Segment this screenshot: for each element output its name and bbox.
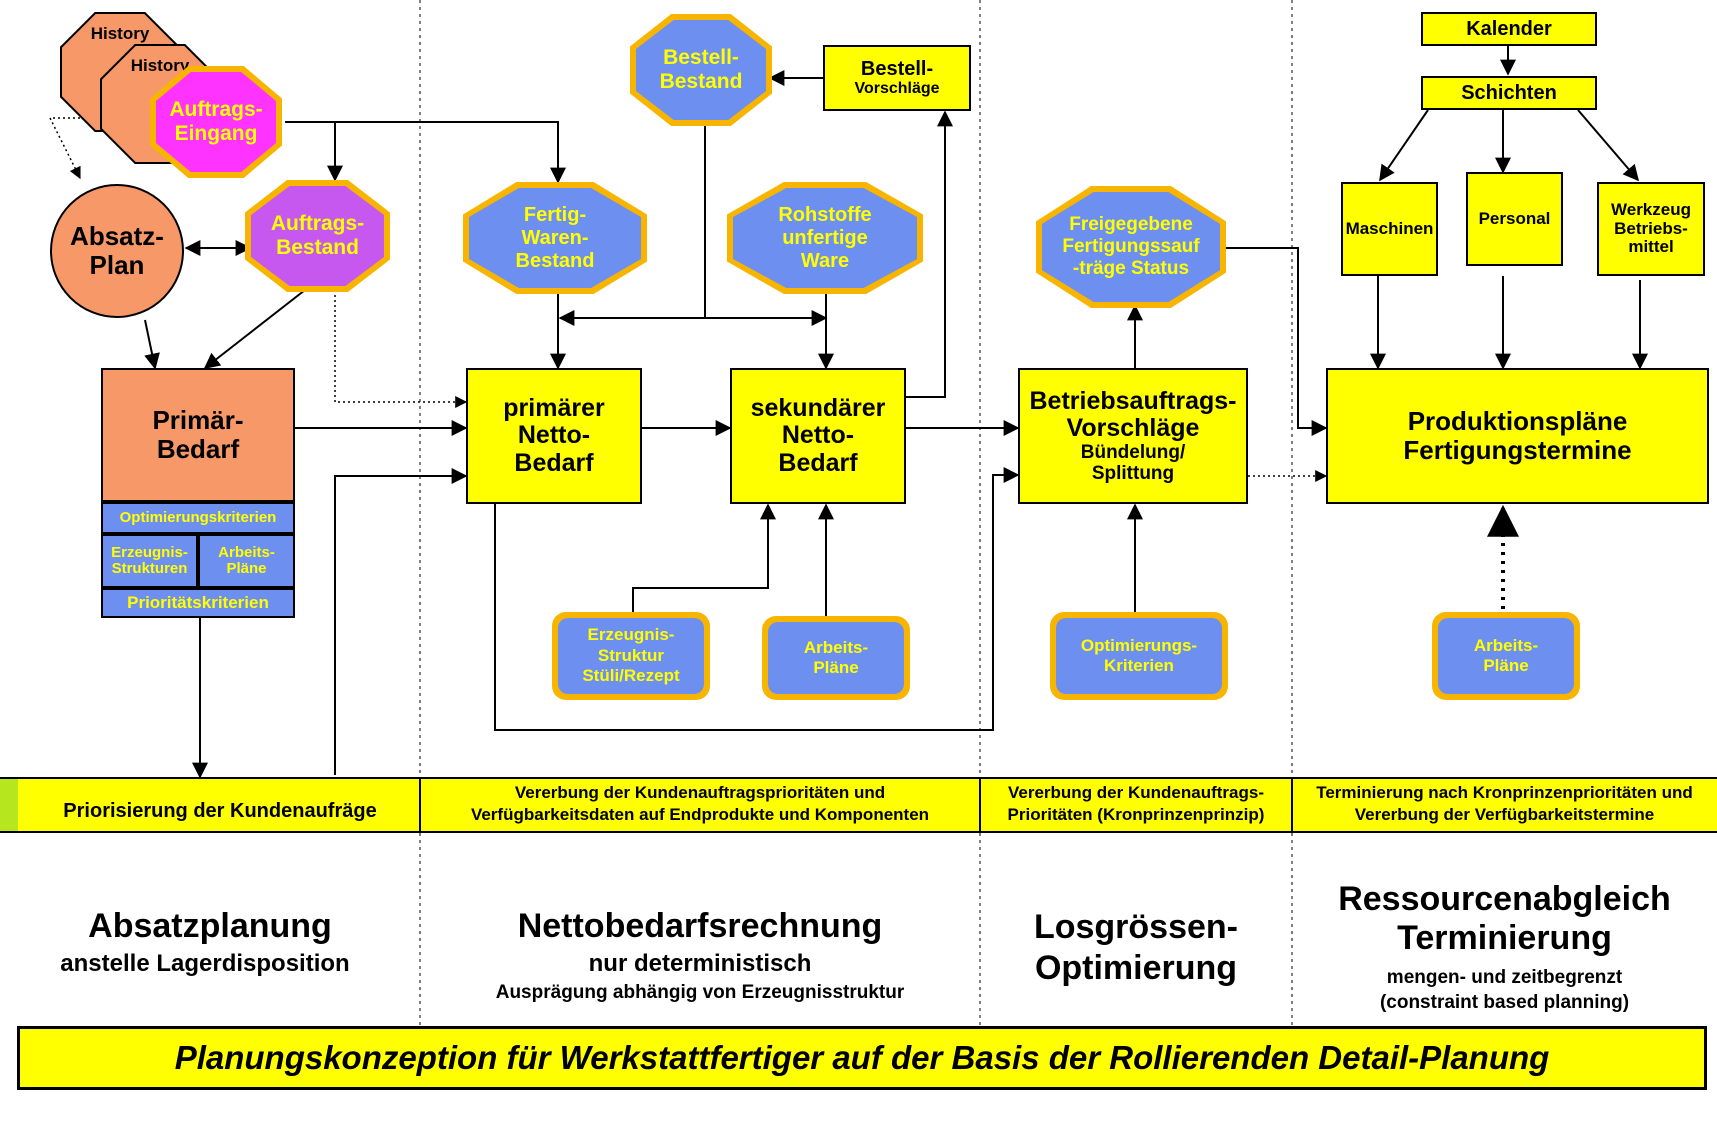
bestellbestand-label: Bestell- Bestand (636, 20, 766, 120)
edge-absatz-primaer (144, 319, 160, 370)
fertigwarenbestand-label: Fertig- Waren- Bestand (469, 188, 641, 288)
primaerbedarf-node: Primär- Bedarf (101, 368, 295, 502)
band-strip (0, 777, 1717, 833)
rohstoffe-label: Rohstoffe unfertige Ware (733, 188, 917, 288)
maschinen-node: Maschinen (1341, 182, 1438, 276)
band-divider-2 (979, 777, 981, 833)
primaerer-nettobedarf-node: primärer Netto- Bedarf (466, 368, 642, 504)
band-accent (0, 779, 18, 831)
bestellbestand-node: Bestell- Bestand (630, 14, 772, 126)
kalender-node: Kalender (1421, 12, 1597, 46)
optimierungskriterien-mid-label: Optimierungs- Kriterien (1056, 618, 1222, 694)
werkzeug-node: Werkzeug Betriebs- mittel (1597, 182, 1705, 276)
betriebsauftrags-sub: Bündelung/ Splittung (1080, 441, 1186, 484)
edge-freigegebene-produktion (1222, 247, 1328, 436)
edge-stueli-seknetto (632, 503, 776, 614)
edge-primnetto-loop (494, 467, 1020, 731)
edge-seknetto-bestellvorschlaege (906, 110, 953, 398)
phase1-sub: anstelle Lagerdisposition (60, 950, 350, 977)
auftragsbestand-node: Auftrags- Bestand (245, 180, 390, 292)
edge-schichten-maschinen (1379, 109, 1429, 182)
band-divider-1 (419, 777, 421, 833)
edge-schichten-werkzeug (1577, 109, 1640, 182)
edge-bestand-primnetto-dotted (334, 290, 468, 408)
bestellvorschlaege-title: Bestell- (860, 58, 934, 81)
sekundaerer-nettobedarf-node: sekundärer Netto- Bedarf (730, 368, 906, 504)
footer-title: Planungskonzeption für Werkstattfertiger… (17, 1026, 1707, 1090)
bestellvorschlaege-node: Bestell- Vorschläge (823, 45, 971, 111)
rohstoffe-node: Rohstoffe unfertige Ware (727, 182, 923, 294)
personal-node: Personal (1466, 172, 1563, 266)
erzeugnisstrukturen-small: Erzeugnis- Strukturen (101, 534, 198, 588)
phase4-sub: mengen- und zeitbegrenzt (constraint bas… (1379, 967, 1630, 1013)
phase3-title: Losgrössen- Optimierung (1033, 908, 1239, 987)
arbeitsplaene-mid-node: Arbeits- Pläne (762, 616, 910, 700)
betriebsauftrags-node: Betriebsauftrags- Vorschläge Bündelung/ … (1018, 368, 1248, 504)
auftragseingang-label: Auftrags- Eingang (156, 72, 276, 172)
freigegebene-label: Freigegebene Fertigungssauf -träge Statu… (1042, 192, 1220, 302)
band-col1: Priorisierung der Kundenaufräge (63, 800, 377, 822)
edge-band-primnetto (334, 468, 468, 775)
edge-eingang-bestand (285, 121, 343, 182)
optimierungskriterien-mid-node: Optimierungs- Kriterien (1050, 612, 1228, 700)
produktionsplaene-node: Produktionspläne Fertigungstermine (1326, 368, 1709, 504)
fertigwarenbestand-node: Fertig- Waren- Bestand (463, 182, 647, 294)
arbeitsplaene-right-label: Arbeits- Pläne (1438, 618, 1574, 694)
phase1-title: Absatzplanung (88, 907, 332, 945)
arbeitsplaene-small: Arbeits- Pläne (198, 534, 295, 588)
bestellvorschlaege-sub: Vorschläge (854, 80, 940, 98)
schichten-node: Schichten (1421, 76, 1597, 110)
prioritaetskriterien-small: Prioritätskriterien (101, 588, 295, 618)
erzeugnisstruktur-stueli-node: Erzeugnis- Struktur Stüli/Rezept (552, 612, 710, 700)
phase4-title: Ressourcenabgleich Terminierung (1338, 880, 1671, 958)
absatzplan-node: Absatz- Plan (50, 184, 184, 318)
band-divider-3 (1291, 777, 1293, 833)
phase2-sub2: Ausprägung abhängig von Erzeugnisstruktu… (495, 982, 905, 1003)
band-col4: Terminierung nach Kronprinzenprioritäten… (1316, 783, 1693, 825)
band-col3: Vererbung der Kundenauftrags- Prioritäte… (1007, 783, 1265, 825)
auftragseingang-node: Auftrags- Eingang (150, 66, 282, 178)
arbeitsplaene-right-node: Arbeits- Pläne (1432, 612, 1580, 700)
freigegebene-node: Freigegebene Fertigungssauf -träge Statu… (1036, 186, 1226, 308)
betriebsauftrags-title: Betriebsauftrags- Vorschläge (1029, 386, 1237, 443)
column-separators (419, 0, 1293, 1025)
phase2-title: Nettobedarfsrechnung (517, 907, 883, 945)
erzeugnisstruktur-stueli-label: Erzeugnis- Struktur Stüli/Rezept (558, 618, 704, 694)
optimierungskriterien-small: Optimierungskriterien (101, 502, 295, 534)
edge-eingang-fertigwaren (335, 121, 566, 184)
arbeitsplaene-mid-label: Arbeits- Pläne (768, 622, 904, 694)
edge-bestand-primaer (203, 289, 306, 369)
phase2-sub: nur deterministisch (588, 950, 812, 977)
band-col2: Vererbung der Kundenauftragsprioritäten … (470, 783, 930, 825)
auftragsbestand-label: Auftrags- Bestand (251, 186, 384, 286)
